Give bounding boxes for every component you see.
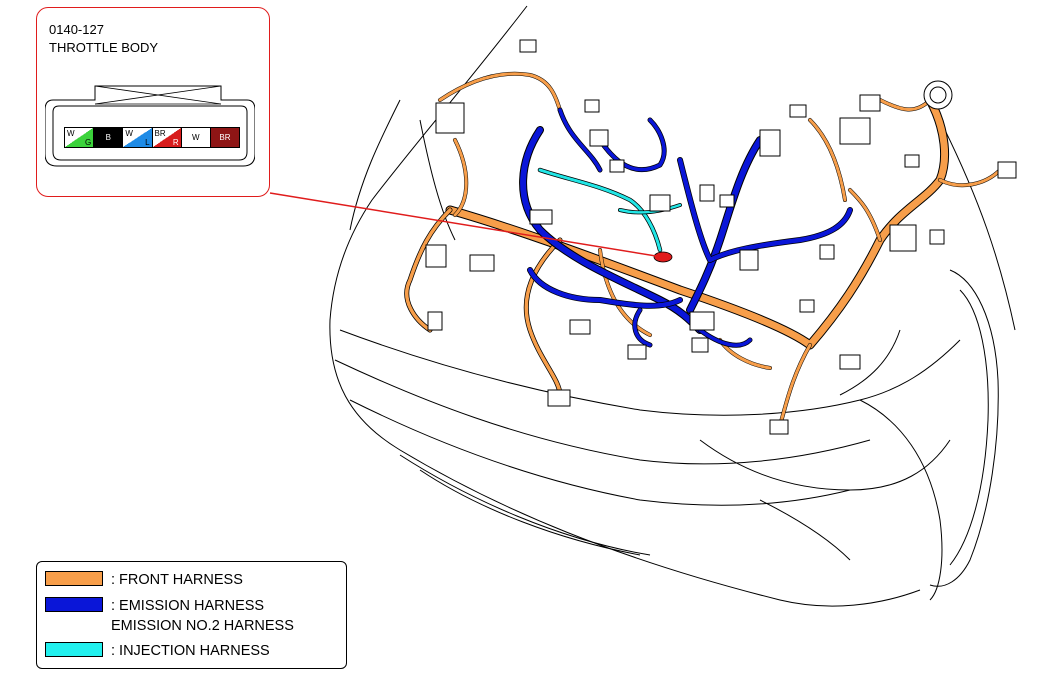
legend-label-continued: EMISSION NO.2 HARNESS bbox=[111, 618, 294, 634]
pin-wire-color: BR bbox=[219, 133, 231, 142]
connector-code: 0140-127 bbox=[49, 22, 104, 37]
legend-item-emission-harness: : EMISSION HARNESS EMISSION NO.2 HARNESS bbox=[45, 596, 294, 636]
connector-pin-4: BR R bbox=[152, 128, 182, 147]
harness-connectors bbox=[425, 39, 1017, 435]
connector-name: THROTTLE BODY bbox=[49, 40, 159, 55]
callout-leader-line bbox=[269, 192, 663, 258]
pin-wire-color-primary: W bbox=[67, 129, 75, 138]
pin-wire-color-stripe: L bbox=[145, 138, 150, 147]
legend-item-injection-harness: : INJECTION HARNESS bbox=[45, 641, 270, 661]
connector-pin-2: B bbox=[94, 128, 124, 147]
harness-legend: : FRONT HARNESS : EMISSION HARNESS EMISS… bbox=[36, 561, 347, 669]
injection-harness-routing bbox=[537, 167, 682, 253]
reservoir-cap bbox=[923, 80, 953, 110]
legend-item-front-harness: : FRONT HARNESS bbox=[45, 570, 243, 590]
reservoir-cap-inner bbox=[929, 86, 947, 104]
connector-pin-6: BR bbox=[210, 128, 240, 147]
legend-swatch-emission bbox=[45, 597, 103, 612]
legend-label: : EMISSION HARNESS bbox=[111, 598, 265, 614]
pin-wire-color: B bbox=[105, 133, 111, 142]
legend-swatch-front bbox=[45, 571, 103, 586]
pin-wire-color-primary: W bbox=[125, 129, 133, 138]
legend-swatch-injection bbox=[45, 642, 103, 657]
emission-harness-routing bbox=[519, 107, 853, 348]
connector-pin-5: W bbox=[181, 128, 211, 147]
front-harness-routing bbox=[404, 71, 1002, 427]
throttle-body-marker bbox=[653, 251, 673, 263]
legend-label: : INJECTION HARNESS bbox=[111, 643, 270, 659]
pin-wire-color-primary: BR bbox=[154, 129, 166, 138]
pin-wire-color-stripe: G bbox=[84, 138, 92, 147]
car-body-outline bbox=[329, 5, 1016, 607]
pin-wire-color: W bbox=[191, 133, 200, 142]
legend-label: : FRONT HARNESS bbox=[111, 572, 243, 588]
pin-wire-color-stripe: R bbox=[172, 138, 179, 147]
